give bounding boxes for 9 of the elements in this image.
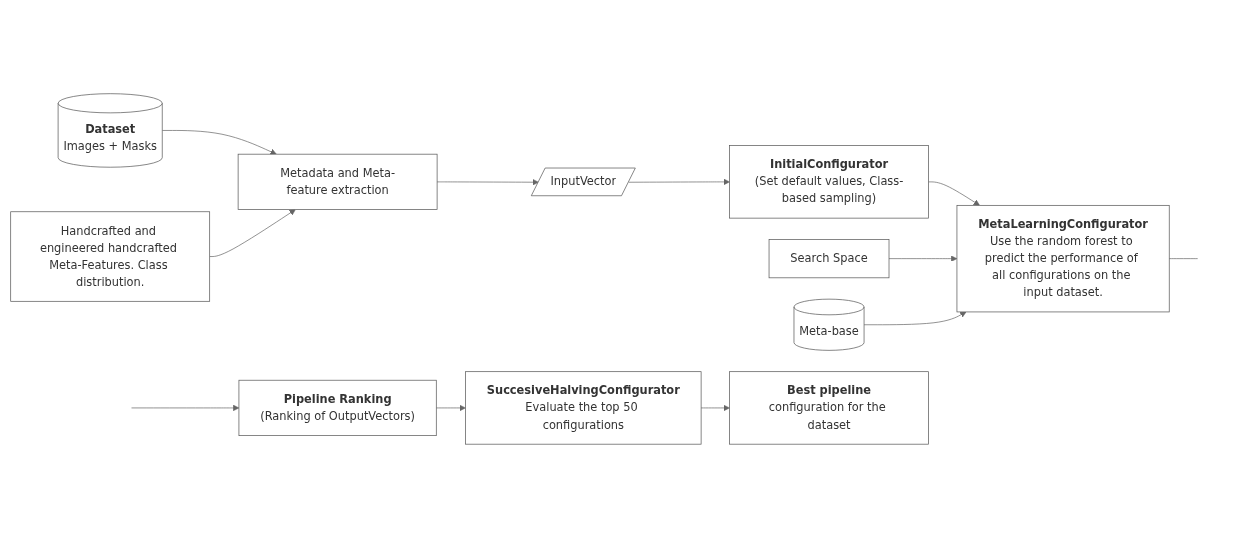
node-box: Search Space [768,239,890,279]
connector [1168,258,1198,260]
node-box: SuccesiveHalvingConfigurator Evaluate the top 50 configurations [465,371,702,445]
node-box: Pipeline Ranking (Ranking of OutputVectors) [238,379,437,437]
node-box: Metadata and Meta-feature extraction [237,153,438,210]
node-box: InitialConfigurator (Set default values, Class-based sampling) [729,145,929,219]
node-box: MetaLearningConfigurator Use the random forest to predict the performance of all configurations on the input dataset. [956,205,1170,313]
node-box: Handcrafted and engineered handcrafted Meta-Features. Class distribution. [10,211,211,302]
node-box: Best pipeline configuration for the dataset [729,371,929,445]
